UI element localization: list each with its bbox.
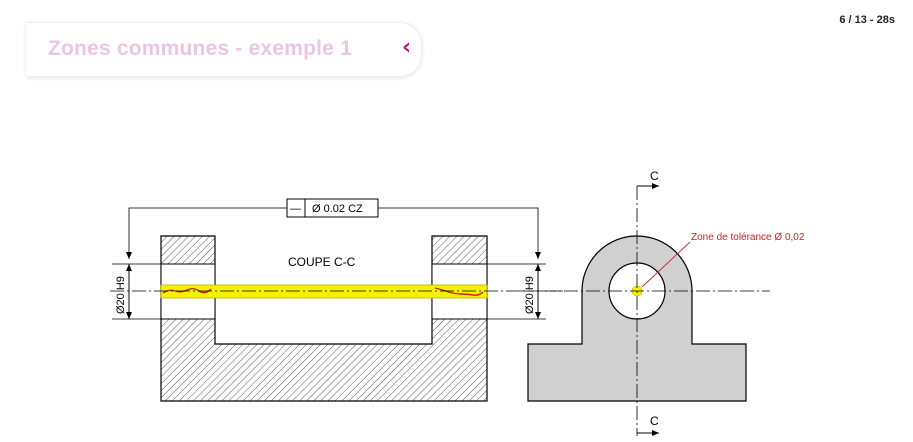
tolerance-frame-value: Ø 0.02 CZ [312,203,363,215]
tolerance-frame-symbol: — [290,203,301,215]
section-label: COUPE C-C [288,255,356,269]
cut-label-bottom: C [650,414,659,428]
slide-title-box: Zones communes - exemple 1 ‹ [26,22,422,77]
slide-counter: 6 / 13 - 28s [839,14,895,26]
right-dimension-text: Ø20 H9 [524,276,536,314]
left-dimension-text: Ø20 H9 [115,276,127,314]
real-axis-left [162,288,212,294]
cut-label-top: C [650,169,659,183]
tolerance-frame: — Ø 0.02 CZ [286,198,379,218]
chevron-left-icon[interactable]: ‹ [402,35,412,60]
section-view: COUPE C-C Ø20 H9 Ø20 H9 — Ø 0.02 CZ [110,198,563,402]
front-view: C C Zone de tolérance Ø 0,02 [520,169,805,436]
tolerance-zone [160,284,488,299]
frame-leader-right [378,207,541,259]
annotation-text: Zone de tolérance Ø 0,02 [691,232,805,243]
annotation-leader [641,241,691,288]
slide-title: Zones communes - exemple 1 [48,37,352,60]
frame-leader-left [126,207,287,259]
